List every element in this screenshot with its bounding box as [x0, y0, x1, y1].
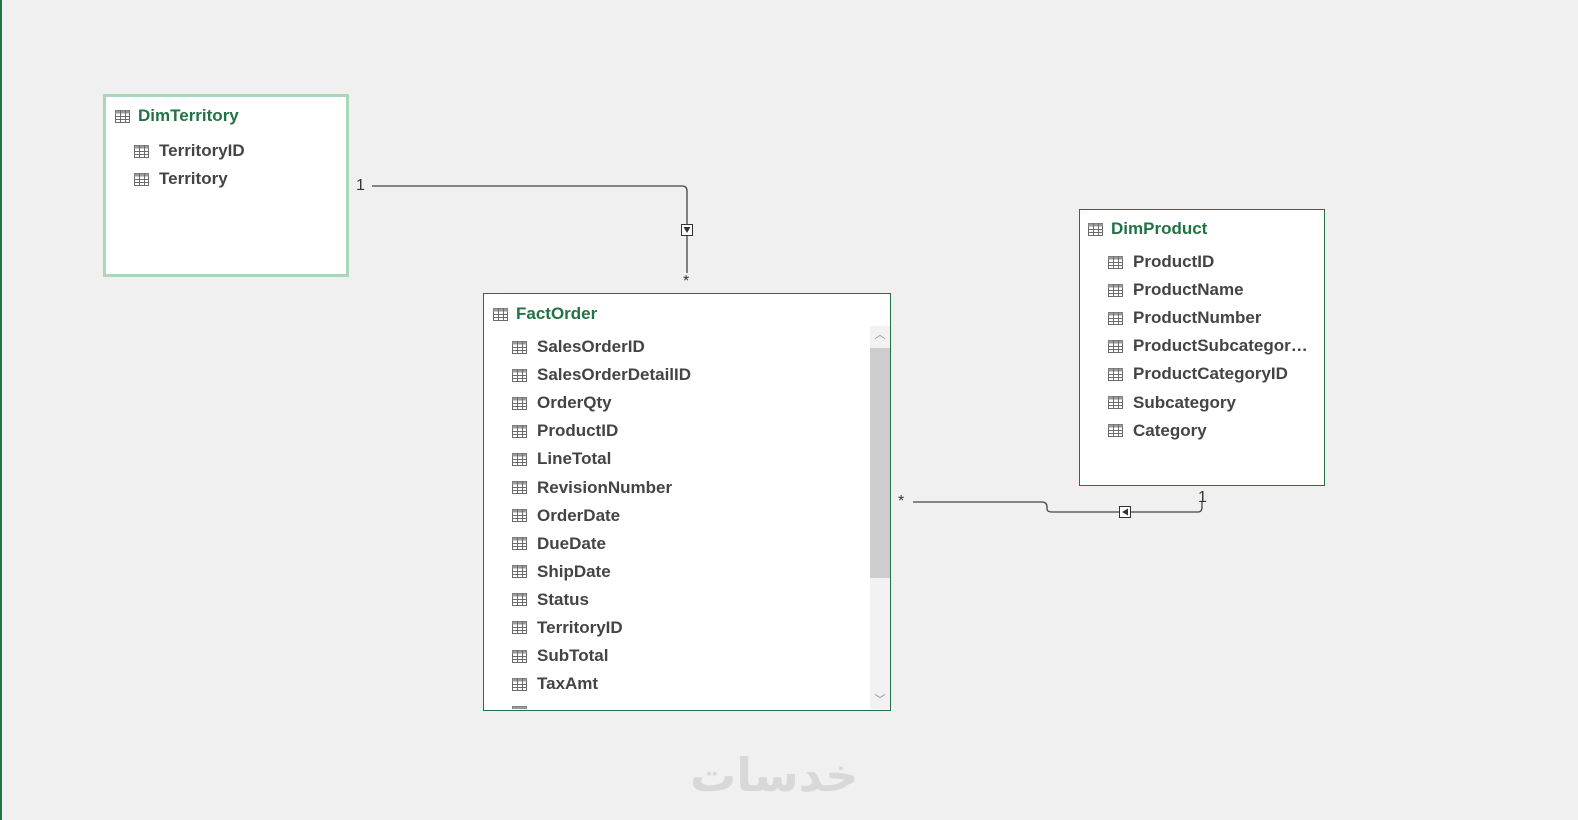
filter-direction-icon: [681, 224, 693, 236]
column-grid-icon: [512, 452, 527, 466]
column-grid-icon: [134, 172, 149, 186]
column-label: TerritoryID: [159, 141, 245, 161]
table-title: FactOrder: [516, 304, 598, 323]
column-grid-icon: [1108, 396, 1123, 410]
column-item[interactable]: ProductID: [1108, 248, 1310, 276]
column-grid-icon: [1108, 311, 1123, 325]
column-label: RevisionNumber: [537, 477, 673, 497]
column-grid-icon: [1108, 283, 1123, 297]
column-item[interactable]: OrderQty: [512, 389, 866, 417]
column-grid-icon: [512, 368, 527, 382]
column-grid-icon: [512, 396, 527, 410]
column-label: Subcategory: [1133, 392, 1236, 412]
column-label: Territory: [159, 169, 228, 189]
column-label: Category: [1133, 420, 1207, 440]
column-grid-icon: [512, 537, 527, 551]
table-header[interactable]: DimTerritory: [115, 105, 239, 127]
scroll-down-icon[interactable]: ﹀: [874, 694, 886, 706]
column-label: ProductID: [537, 421, 619, 441]
column-label: LineTotal: [537, 449, 612, 469]
column-grid-icon: [512, 677, 527, 691]
scroll-up-icon[interactable]: ︿: [874, 329, 886, 341]
column-grid-icon: [512, 593, 527, 607]
table-dimterritory[interactable]: DimTerritory TerritoryID: [103, 94, 349, 277]
table-title: DimTerritory: [138, 106, 239, 125]
column-label: OrderDate: [537, 505, 621, 525]
filter-direction-icon: [1119, 506, 1131, 518]
column-grid-icon: [1108, 367, 1123, 381]
column-item[interactable]: ProductID: [512, 417, 866, 445]
table-grid-icon: [115, 109, 130, 123]
relationship-line-factorder-product[interactable]: [913, 501, 1203, 513]
column-label: OrderQty: [537, 393, 612, 413]
table-dimproduct[interactable]: DimProduct ProductID ProductName Product…: [1079, 209, 1325, 486]
column-item[interactable]: SalesOrderID: [512, 333, 866, 361]
column-label: TaxAmt: [537, 674, 599, 694]
vertical-scrollbar[interactable]: ︿ ﹀: [870, 326, 890, 709]
column-list: ProductID ProductName ProductNumber Prod…: [1108, 248, 1310, 445]
cardinality-one-label: 1: [1198, 489, 1207, 506]
column-item[interactable]: ShipDate: [512, 558, 866, 586]
column-item[interactable]: DueDate: [512, 530, 866, 558]
column-label: ProductID: [1133, 252, 1215, 272]
column-list: TerritoryID Territory: [134, 137, 328, 193]
column-list: SalesOrderID SalesOrderDetailID OrderQty…: [512, 333, 866, 709]
scrollbar-thumb[interactable]: [870, 348, 890, 578]
watermark-logo: خدسات: [690, 748, 859, 802]
column-label: ShipDate: [537, 561, 611, 581]
column-grid-icon: [512, 705, 527, 709]
column-label: SalesOrderDetailID: [537, 365, 692, 385]
column-grid-icon: [512, 424, 527, 438]
column-item-partial[interactable]: [512, 698, 866, 709]
column-grid-icon: [1108, 424, 1123, 438]
column-label: SalesOrderID: [537, 337, 645, 357]
column-item[interactable]: ProductCategoryID: [1108, 360, 1310, 388]
column-label: ProductName: [1133, 280, 1244, 300]
table-grid-icon: [1088, 222, 1103, 236]
relationship-line-territory-factorder[interactable]: [372, 185, 688, 273]
column-label: ProductSubcategor…: [1133, 336, 1308, 356]
column-item[interactable]: SubTotal: [512, 642, 866, 670]
column-item[interactable]: ProductSubcategor…: [1108, 332, 1310, 360]
cardinality-many-label: *: [683, 273, 690, 290]
table-grid-icon: [493, 307, 508, 321]
column-label: SubTotal: [537, 646, 609, 666]
column-grid-icon: [512, 481, 527, 495]
column-label: Status: [537, 589, 589, 609]
column-item[interactable]: TaxAmt: [512, 670, 866, 698]
column-item[interactable]: TerritoryID: [134, 137, 328, 165]
column-label: DueDate: [537, 533, 606, 553]
cardinality-one-label: 1: [356, 177, 365, 194]
column-item[interactable]: SalesOrderDetailID: [512, 361, 866, 389]
column-item[interactable]: OrderDate: [512, 502, 866, 530]
column-label: ProductNumber: [1133, 308, 1262, 328]
column-item[interactable]: Category: [1108, 417, 1310, 445]
column-grid-icon: [512, 340, 527, 354]
cardinality-many-label: *: [898, 493, 905, 510]
column-item[interactable]: ProductName: [1108, 276, 1310, 304]
table-factorder[interactable]: FactOrder SalesOrderID SalesOrderDetailI…: [483, 293, 891, 711]
column-label: ProductCategoryID: [1133, 364, 1288, 384]
table-header[interactable]: DimProduct: [1088, 218, 1207, 240]
column-item[interactable]: TerritoryID: [512, 614, 866, 642]
column-grid-icon: [134, 144, 149, 158]
column-grid-icon: [512, 565, 527, 579]
column-grid-icon: [512, 649, 527, 663]
column-grid-icon: [512, 509, 527, 523]
table-title: DimProduct: [1111, 219, 1208, 238]
column-item[interactable]: Status: [512, 586, 866, 614]
table-header[interactable]: FactOrder: [493, 303, 597, 325]
column-item[interactable]: Territory: [134, 165, 328, 193]
column-item[interactable]: LineTotal: [512, 445, 866, 473]
column-grid-icon: [1108, 339, 1123, 353]
column-item[interactable]: RevisionNumber: [512, 473, 866, 501]
column-label: TerritoryID: [537, 617, 623, 637]
column-item[interactable]: ProductNumber: [1108, 304, 1310, 332]
column-grid-icon: [1108, 255, 1123, 269]
column-grid-icon: [512, 621, 527, 635]
column-item[interactable]: Subcategory: [1108, 388, 1310, 416]
